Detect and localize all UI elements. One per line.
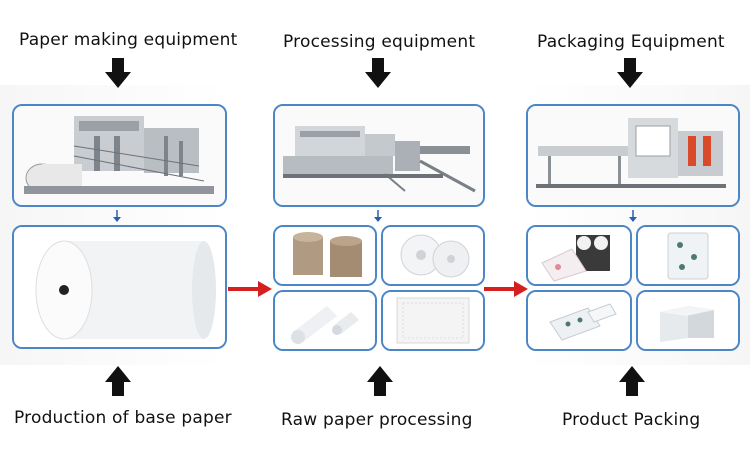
wrapped-napkins-box [526, 290, 632, 351]
processing-line-illustration [275, 106, 483, 205]
flow-arrow-icon [228, 281, 272, 297]
tissue-pack-illustration [638, 227, 738, 284]
wrapped-napkins-illustration [528, 292, 630, 349]
flow-arrow-icon [484, 281, 528, 297]
jumbo-roll-illustration [14, 227, 225, 347]
production-of-base-paper-label: Production of base paper [14, 408, 232, 428]
processing-line-image-box [273, 104, 485, 207]
packaging-machine-illustration [528, 106, 738, 205]
brown-paper-rolls-illustration [275, 227, 375, 284]
napkin-sheet-box [381, 290, 485, 351]
toilet-rolls-illustration [275, 292, 375, 349]
down-arrow-icon [617, 58, 643, 88]
product-packing-label: Product Packing [562, 410, 701, 430]
paper-machine-illustration [14, 106, 225, 205]
packaging-machine-image-box [526, 104, 740, 207]
brown-rolls-box [273, 225, 377, 286]
up-arrow-icon [619, 366, 645, 396]
wrapped-rolls-illustration [528, 227, 630, 284]
small-down-arrow-icon [629, 210, 637, 222]
folded-towels-box [636, 290, 740, 351]
small-down-arrow-icon [374, 210, 382, 222]
raw-paper-processing-label: Raw paper processing [281, 410, 473, 430]
folded-towels-illustration [638, 292, 738, 349]
wrapped-rolls-box [526, 225, 632, 286]
napkin-sheet-illustration [383, 292, 483, 349]
paper-machine-image-box [12, 104, 227, 207]
down-arrow-icon [365, 58, 391, 88]
tissue-pack-box [636, 225, 740, 286]
small-down-arrow-icon [113, 210, 121, 222]
toilet-rolls-box [273, 290, 377, 351]
up-arrow-icon [367, 366, 393, 396]
processing-equipment-label: Processing equipment [283, 32, 476, 52]
up-arrow-icon [105, 366, 131, 396]
packaging-equipment-label: Packaging Equipment [537, 32, 725, 52]
base-paper-roll-box [12, 225, 227, 349]
down-arrow-icon [105, 58, 131, 88]
paper-making-equipment-label: Paper making equipment [19, 30, 238, 50]
white-paper-rolls-illustration [383, 227, 483, 284]
white-rolls-box [381, 225, 485, 286]
